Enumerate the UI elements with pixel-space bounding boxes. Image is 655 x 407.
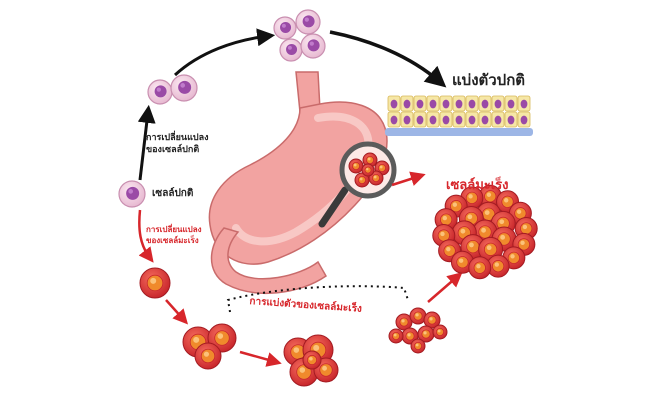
- tissue-cell: [478, 111, 492, 128]
- cancer-small-cell: [417, 325, 435, 343]
- tissue-cell: [491, 111, 505, 128]
- cancer-cluster-cell: [302, 350, 322, 370]
- label-cancer-cell: เซลล์มะเร็ง: [446, 178, 509, 193]
- tissue-cell: [400, 111, 414, 128]
- tissue-cell: [413, 95, 427, 112]
- normal-dividing-cell: [300, 33, 326, 59]
- normal-dividing-cell: [279, 38, 303, 62]
- normal-cell: [118, 180, 146, 208]
- tissue-cell: [426, 95, 440, 112]
- cancer-cell: [139, 267, 171, 299]
- cancer-cluster-cell: [313, 357, 339, 383]
- tissue-cell: [439, 95, 453, 112]
- tissue-cell: [504, 111, 518, 128]
- tissue-cell: [426, 111, 440, 128]
- cancer-small-cell: [388, 328, 404, 344]
- arrow-cancer-cell-to-cluster: [165, 299, 189, 325]
- magnified-cancer-cell: [361, 163, 375, 177]
- magnified-cancer-cell: [354, 172, 370, 188]
- magnified-cancer-cell: [348, 158, 364, 174]
- normal-tissue-strip: [385, 95, 533, 136]
- tissue-cell: [400, 95, 414, 112]
- arrow-normal-cell-to-change: [137, 104, 156, 181]
- tissue-cell: [439, 111, 453, 128]
- tumor-cell: [478, 184, 502, 208]
- magnifier-icon: [318, 141, 397, 228]
- tissue-cell: [465, 111, 479, 128]
- cell-groups: [118, 9, 538, 387]
- normal-dividing-cell: [273, 16, 297, 40]
- tissue-cell: [517, 95, 531, 112]
- dotted-cancer-division-bracket: [226, 285, 409, 313]
- cancer-small-cell: [409, 307, 427, 325]
- normal-changed-cell: [170, 74, 198, 102]
- label-cancer-change: การเปลี่ยนแปลง ของเซลล์มะเร็ง: [146, 225, 202, 245]
- tissue-cell: [387, 95, 401, 112]
- tissue-cell: [413, 111, 427, 128]
- arrow-cluster-to-larger: [239, 350, 282, 367]
- tissue-cell: [491, 95, 505, 112]
- tissue-cell: [452, 95, 466, 112]
- tissue-cell: [452, 111, 466, 128]
- label-normal-cell: เซลล์ปกติ: [152, 188, 194, 199]
- tissue-cell: [517, 111, 531, 128]
- cancer-small-cell: [432, 324, 448, 340]
- cancer-cluster-cell: [194, 342, 222, 370]
- arrow-small-to-tumor: [427, 272, 463, 303]
- normal-dividing-cell: [295, 9, 321, 35]
- cancer-small-cell: [410, 338, 426, 354]
- label-normal-division: แบ่งตัวปกติ: [452, 71, 526, 89]
- tissue-cell: [504, 95, 518, 112]
- magnified-cancer-cell: [362, 152, 378, 168]
- tumor-cell: [450, 250, 474, 274]
- tumor-cell: [468, 256, 492, 280]
- arrow-magnifier-to-cancer: [391, 171, 426, 187]
- normal-changed-cell: [147, 79, 173, 105]
- label-normal-change: การเปลี่ยนแปลง ของเซลล์ปกติ: [146, 133, 209, 155]
- arrow-normal-to-cancer-change: [138, 209, 154, 263]
- arrow-dividing-to-tissue: [329, 30, 447, 88]
- cancer-small-cell: [395, 313, 413, 331]
- tissue-cell: [478, 95, 492, 112]
- arrow-change-to-dividing: [173, 28, 276, 77]
- tissue-cell: [387, 111, 401, 128]
- tissue-cell: [465, 95, 479, 112]
